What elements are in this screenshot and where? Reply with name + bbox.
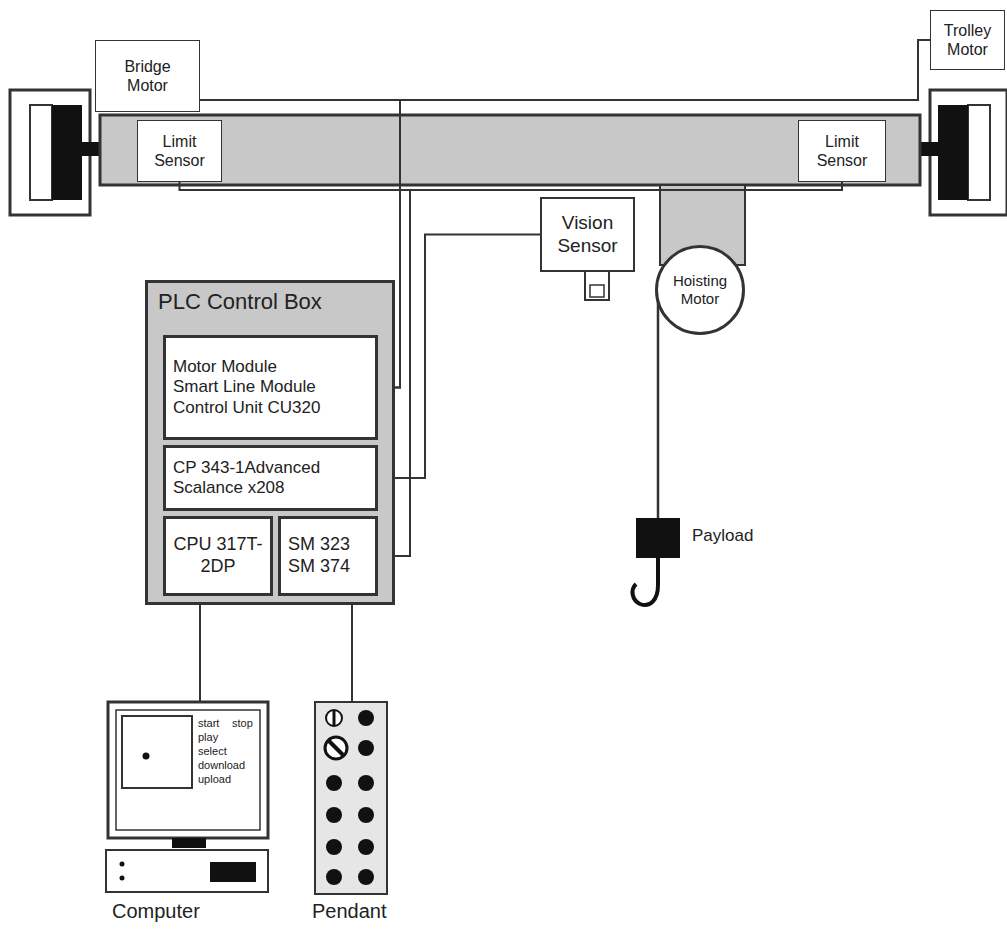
pendant-button — [326, 807, 342, 823]
drive-bay — [210, 862, 256, 882]
payload-block — [636, 518, 680, 558]
box-heading: PLC Control Box — [158, 289, 382, 315]
pendant-button — [326, 775, 342, 791]
box-text: Hoisting Motor — [665, 272, 735, 308]
pendant-button — [326, 839, 342, 855]
box-text: Motor Module — [173, 357, 277, 377]
cpu-box: CPU 317T-2DP — [163, 516, 273, 596]
pendant-body — [315, 702, 387, 894]
box-text: Limit Sensor — [806, 132, 878, 170]
camera-lens — [585, 270, 609, 300]
screen-button: play — [198, 731, 218, 743]
monitor-stand — [172, 838, 206, 848]
pendant-knob — [329, 741, 343, 755]
module-box: SM 323SM 374 — [278, 516, 378, 596]
pendant-button — [358, 839, 374, 855]
screen-dot — [143, 753, 150, 760]
wheel-block — [938, 105, 968, 200]
box-text: CPU 317T-2DP — [173, 534, 263, 577]
box-text: Trolley Motor — [938, 21, 997, 59]
screen-button: select — [198, 745, 227, 757]
box-text: SM 323 — [288, 534, 350, 556]
sensor-label: Limit Sensor — [798, 120, 886, 182]
wheel-block — [52, 105, 82, 200]
screen-button: download — [198, 759, 245, 771]
wheel-slot — [30, 105, 52, 200]
box-text: Limit Sensor — [145, 132, 214, 170]
box-text: Vision Sensor — [549, 212, 626, 258]
box-text: SM 374 — [288, 556, 350, 578]
computer-case — [106, 850, 268, 892]
right-wheel — [930, 90, 1007, 215]
case-light — [120, 876, 125, 881]
wheel-slot — [968, 105, 990, 200]
pendant-knob — [325, 737, 347, 759]
signal-wire — [378, 235, 540, 479]
motor-circle: Hoisting Motor — [655, 245, 745, 335]
signal-wire — [378, 40, 930, 388]
monitor — [108, 702, 268, 838]
module-box: Motor ModuleSmart Line ModuleControl Uni… — [163, 335, 378, 440]
computer-cable — [199, 595, 201, 702]
box-text: Smart Line Module — [173, 377, 316, 397]
screen-button: stop — [232, 717, 253, 729]
signal-wire — [378, 182, 842, 556]
payload-label: Payload — [692, 527, 753, 546]
device-caption: Computer — [112, 900, 200, 922]
plc-control-box: PLC Control BoxMotor ModuleSmart Line Mo… — [145, 280, 395, 605]
module-box: CP 343-1AdvancedScalance x208 — [163, 445, 378, 511]
device-caption: Pendant — [312, 900, 387, 922]
motor-label: Trolley Motor — [930, 10, 1005, 70]
bridge-beam — [100, 115, 920, 185]
sensor-box: Vision Sensor — [540, 197, 635, 272]
box-text: Control Unit CU320 — [173, 398, 320, 418]
pendant-cable — [351, 595, 353, 702]
pendant-switch — [333, 711, 336, 725]
hoist-rope — [657, 300, 660, 518]
motor-label: Bridge Motor — [95, 40, 200, 112]
pendant-button — [358, 807, 374, 823]
pendant-button — [358, 775, 374, 791]
box-text: Scalance x208 — [173, 478, 285, 498]
sensor-label: Limit Sensor — [137, 120, 222, 182]
case-light — [120, 862, 125, 867]
screen-button: start — [198, 717, 219, 729]
pendant-button — [358, 869, 374, 885]
pendant-button — [358, 740, 374, 756]
box-text: CP 343-1Advanced — [173, 458, 320, 478]
screen-button: upload — [198, 773, 231, 785]
screen-window — [122, 716, 192, 788]
screen — [116, 710, 260, 830]
box-text: Bridge Motor — [103, 57, 192, 95]
camera-lens — [590, 285, 604, 297]
pendant-button — [358, 710, 374, 726]
hook — [633, 558, 658, 605]
left-wheel — [10, 90, 90, 215]
pendant-switch — [326, 710, 342, 726]
pendant-button — [326, 869, 342, 885]
